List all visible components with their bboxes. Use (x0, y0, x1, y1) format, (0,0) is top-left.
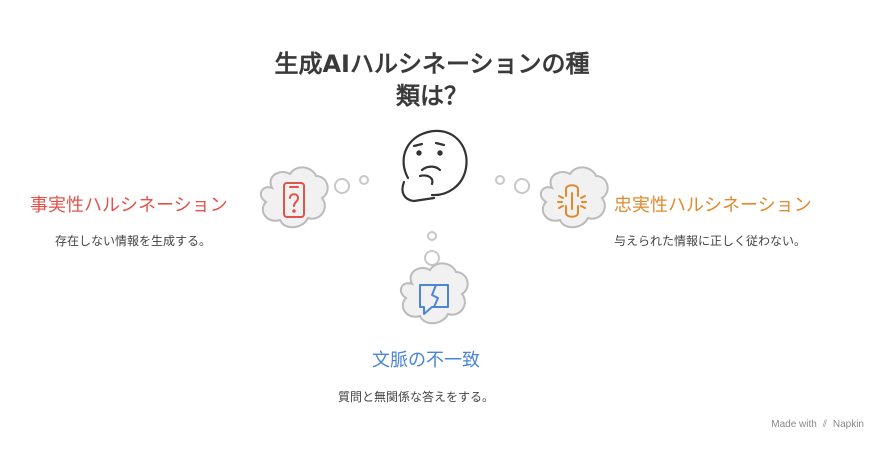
cloud-right (539, 166, 609, 229)
diagram-title: 生成AIハルシネーションの種 類は？ (232, 48, 632, 112)
cloud-left (259, 166, 329, 229)
thought-bubbles-bottom (424, 231, 440, 266)
item-description-faithfulness: 与えられた情報に正しく従わない。 (614, 234, 807, 248)
item-label-faithfulness: 忠実性ハルシネーション (614, 195, 812, 216)
item-description-context: 質問と無関係な答えをする。 (338, 390, 495, 404)
footer-brand: Napkin (832, 419, 864, 430)
title-line-1: 生成AIハルシネーションの種 (274, 50, 590, 78)
cloud-bottom (399, 262, 469, 325)
phone-question-icon (283, 182, 305, 218)
footer-made-with: Made with (771, 419, 817, 430)
thought-bubbles-right (495, 175, 530, 194)
broken-link-icon (557, 184, 587, 218)
title-line-2: 類は？ (396, 82, 468, 110)
item-label-factual: 事実性ハルシネーション (30, 195, 228, 216)
item-description-factual: 存在しない情報を生成する。 (55, 234, 212, 248)
napkin-logo-icon: ⫽ (822, 419, 828, 430)
broken-chat-icon (419, 284, 449, 315)
footer-credit: Made with ⫽ Napkin (771, 419, 864, 430)
item-label-context: 文脈の不一致 (372, 350, 480, 371)
thinking-face-icon (401, 129, 468, 203)
thought-bubbles-left (334, 175, 369, 194)
